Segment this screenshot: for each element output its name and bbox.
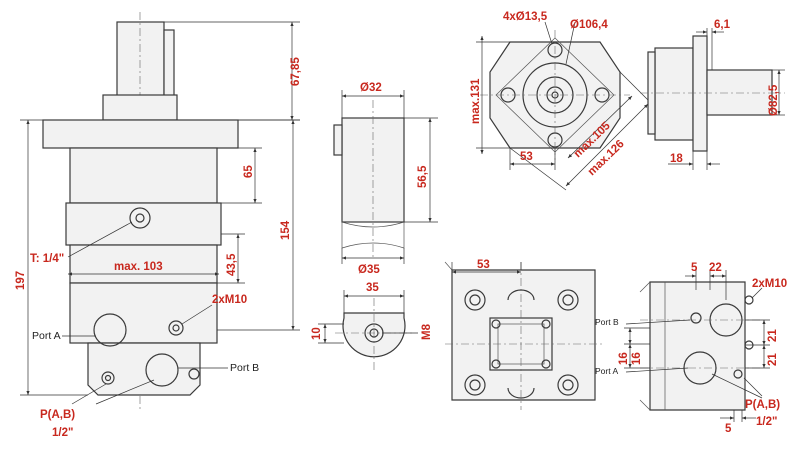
shaft-view: Ø32 56,5 Ø35 <box>333 82 438 276</box>
bottom-hole-tl <box>464 289 486 311</box>
dim-16-b: 16 <box>631 352 643 365</box>
flange-side-view: 6,1 Ø82,5 18 <box>640 19 785 170</box>
label-4x-holes: 4xØ13,5 <box>503 11 548 23</box>
flange-front-view: 4xØ13,5 Ø106,4 max.131 max.105 max.126 5… <box>470 11 653 191</box>
dim-max-103: max. 103 <box>114 261 163 273</box>
label-half-inch-detail: 1/2" <box>756 416 777 428</box>
label-p-ab: P(A,B) <box>40 409 75 421</box>
dim-d82-5: Ø82,5 <box>768 84 780 116</box>
label-t-thread: T: 1/4" <box>30 253 64 265</box>
dim-d35: Ø35 <box>358 264 380 276</box>
bottom-hole-br <box>557 374 579 396</box>
dim-154: 154 <box>280 220 292 240</box>
drain-port <box>129 207 151 229</box>
end-cap <box>87 342 201 396</box>
m10-hole <box>168 320 184 336</box>
bearing-hub <box>102 94 178 121</box>
dim-197: 197 <box>15 271 27 290</box>
shaft-end-view: 35 10 M8 <box>311 282 433 370</box>
bottom-view: 53 <box>444 259 602 410</box>
dim-53-bottom: 53 <box>477 259 490 271</box>
bottom-body <box>451 269 596 401</box>
flange-spigot <box>706 69 773 116</box>
dim-16-a: 16 <box>618 352 630 365</box>
dim-56-5: 56,5 <box>417 165 429 188</box>
bottom-hole-tr <box>557 289 579 311</box>
dim-22: 22 <box>709 262 722 274</box>
dim-43-5: 43,5 <box>226 253 238 276</box>
dim-21-a: 21 <box>767 329 779 342</box>
rotor-section <box>65 202 222 246</box>
dim-max-131: max.131 <box>470 78 482 124</box>
shaft-key <box>163 29 175 99</box>
dim-6-1: 6,1 <box>714 19 731 31</box>
dim-5-top: 5 <box>691 262 698 274</box>
dim-65: 65 <box>243 165 255 178</box>
side-view: 67,85 197 65 154 43,5 max. 103 T: 1/4" P… <box>15 12 302 439</box>
dim-d106-4: Ø106,4 <box>570 19 608 31</box>
flange-plate <box>692 35 708 152</box>
port-detail-body <box>649 281 746 411</box>
bearing-housing <box>69 147 218 204</box>
label-port-b-detail: Port B <box>595 317 619 327</box>
label-2xm10: 2xM10 <box>212 294 247 306</box>
dim-35: 35 <box>366 282 379 294</box>
port-a-circle <box>93 313 127 347</box>
dim-m8: M8 <box>421 323 433 340</box>
bottom-hole-bl <box>464 374 486 396</box>
label-p-ab-detail: P(A,B) <box>745 399 780 411</box>
dim-10: 10 <box>311 327 323 340</box>
label-half-inch: 1/2" <box>52 427 73 439</box>
dim-18: 18 <box>670 153 683 165</box>
mounting-flange <box>42 119 239 149</box>
port-detail-view: 5 22 2xM10 Port B Port A 16 16 21 21 P(A… <box>595 262 787 435</box>
label-port-a-detail: Port A <box>595 366 618 376</box>
stator-section <box>69 244 218 284</box>
dim-53-flange: 53 <box>520 151 533 163</box>
flange-side-body <box>654 47 694 141</box>
dim-d32: Ø32 <box>360 82 382 94</box>
label-2xm10-detail: 2xM10 <box>752 278 787 290</box>
dim-5-bottom: 5 <box>725 423 732 435</box>
dim-21-b: 21 <box>767 353 779 366</box>
valve-block <box>69 282 218 344</box>
dim-67-85: 67,85 <box>290 57 302 86</box>
label-port-a: Port A <box>32 330 61 342</box>
port-b-circle <box>145 353 179 387</box>
label-port-b: Port B <box>230 362 259 374</box>
